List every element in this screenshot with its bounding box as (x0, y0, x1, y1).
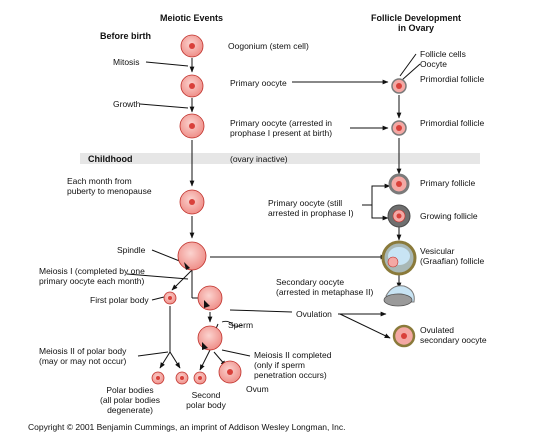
meiosis-i-label-1: Meiosis I (completed by one (39, 266, 145, 276)
meiosis-ii-completed-label-1: Meiosis II completed (254, 350, 332, 360)
growing-follicle-label: Growing follicle (420, 211, 478, 221)
ovum-label: Ovum (246, 384, 269, 394)
polar-bodies-label-3: degenerate) (107, 405, 153, 415)
oogonium-label: Oogonium (stem cell) (228, 41, 309, 51)
vesicular-follicle-label-1: Vesicular (420, 246, 455, 256)
meiotic-events-header: Meiotic Events (160, 13, 224, 23)
ovulated-label-1: Ovulated (420, 325, 455, 335)
polar-bodies-label-2: (all polar bodies (99, 395, 160, 405)
primary-follicle-label: Primary follicle (420, 178, 476, 188)
sperm-label: Sperm (228, 320, 254, 330)
primordial-follicle-label-1: Primordial follicle (420, 74, 485, 84)
meiosis-ii-polar-label-2: (may or may not occur) (39, 356, 127, 366)
first-polar-body-label: First polar body (90, 295, 149, 305)
primary-arrested-label-1: Primary oocyte (arrested in (230, 118, 333, 128)
spindle-cell (177, 241, 207, 271)
second-polar-label-2: polar body (186, 400, 226, 410)
primary-oocyte-label: Primary oocyte (230, 78, 287, 88)
spindle-label: Spindle (117, 245, 146, 255)
childhood-band (80, 153, 480, 164)
ovulated-label-2: secondary oocyte (420, 335, 487, 345)
secondary-oocyte-label-2: (arrested in metaphase II) (276, 287, 374, 297)
follicle-header-line2: in Ovary (397, 23, 435, 33)
primary-arrested-label-2: prophase I present at birth) (230, 128, 333, 138)
each-month-label-2: puberty to menopause (67, 186, 152, 196)
secondary-oocyte-cell (197, 285, 223, 311)
before-birth-label: Before birth (100, 31, 152, 41)
childhood-label: Childhood (88, 154, 133, 164)
vesicular-follicle-label-2: (Graafian) follicle (420, 256, 485, 266)
meiosis-ii-completed-label-2: (only if sperm (254, 360, 306, 370)
growth-label: Growth (113, 99, 141, 109)
meiosis-ii-completed-label-3: penetration occurs) (254, 370, 327, 380)
primary-still-label-1: Primary oocyte (still (268, 198, 343, 208)
follicle-cells-label: Follicle cells (420, 49, 466, 59)
polar-bodies-label-1: Polar bodies (106, 385, 154, 395)
follicle-header-line1: Follicle Development (370, 13, 462, 23)
primordial-follicle-label-2: Primordial follicle (420, 118, 485, 128)
meiosis-ii-polar-label-1: Meiosis II of polar body (39, 346, 127, 356)
second-polar-label-1: Second (191, 390, 221, 400)
each-month-label-1: Each month from (67, 176, 132, 186)
fertilized-cell (197, 325, 223, 351)
primary-still-label-2: arrested in prophase I) (268, 208, 354, 218)
secondary-oocyte-label-1: Secondary oocyte (276, 277, 345, 287)
copyright-text: Copyright © 2001 Benjamin Cummings, an i… (28, 422, 346, 432)
meiosis-i-label-2: primary oocyte each month) (39, 276, 145, 286)
ovary-inactive-label: (ovary inactive) (230, 154, 288, 164)
oocyte-label: Oocyte (420, 59, 447, 69)
ovulation-label: Ovulation (296, 309, 332, 319)
mitosis-label: Mitosis (113, 57, 140, 67)
